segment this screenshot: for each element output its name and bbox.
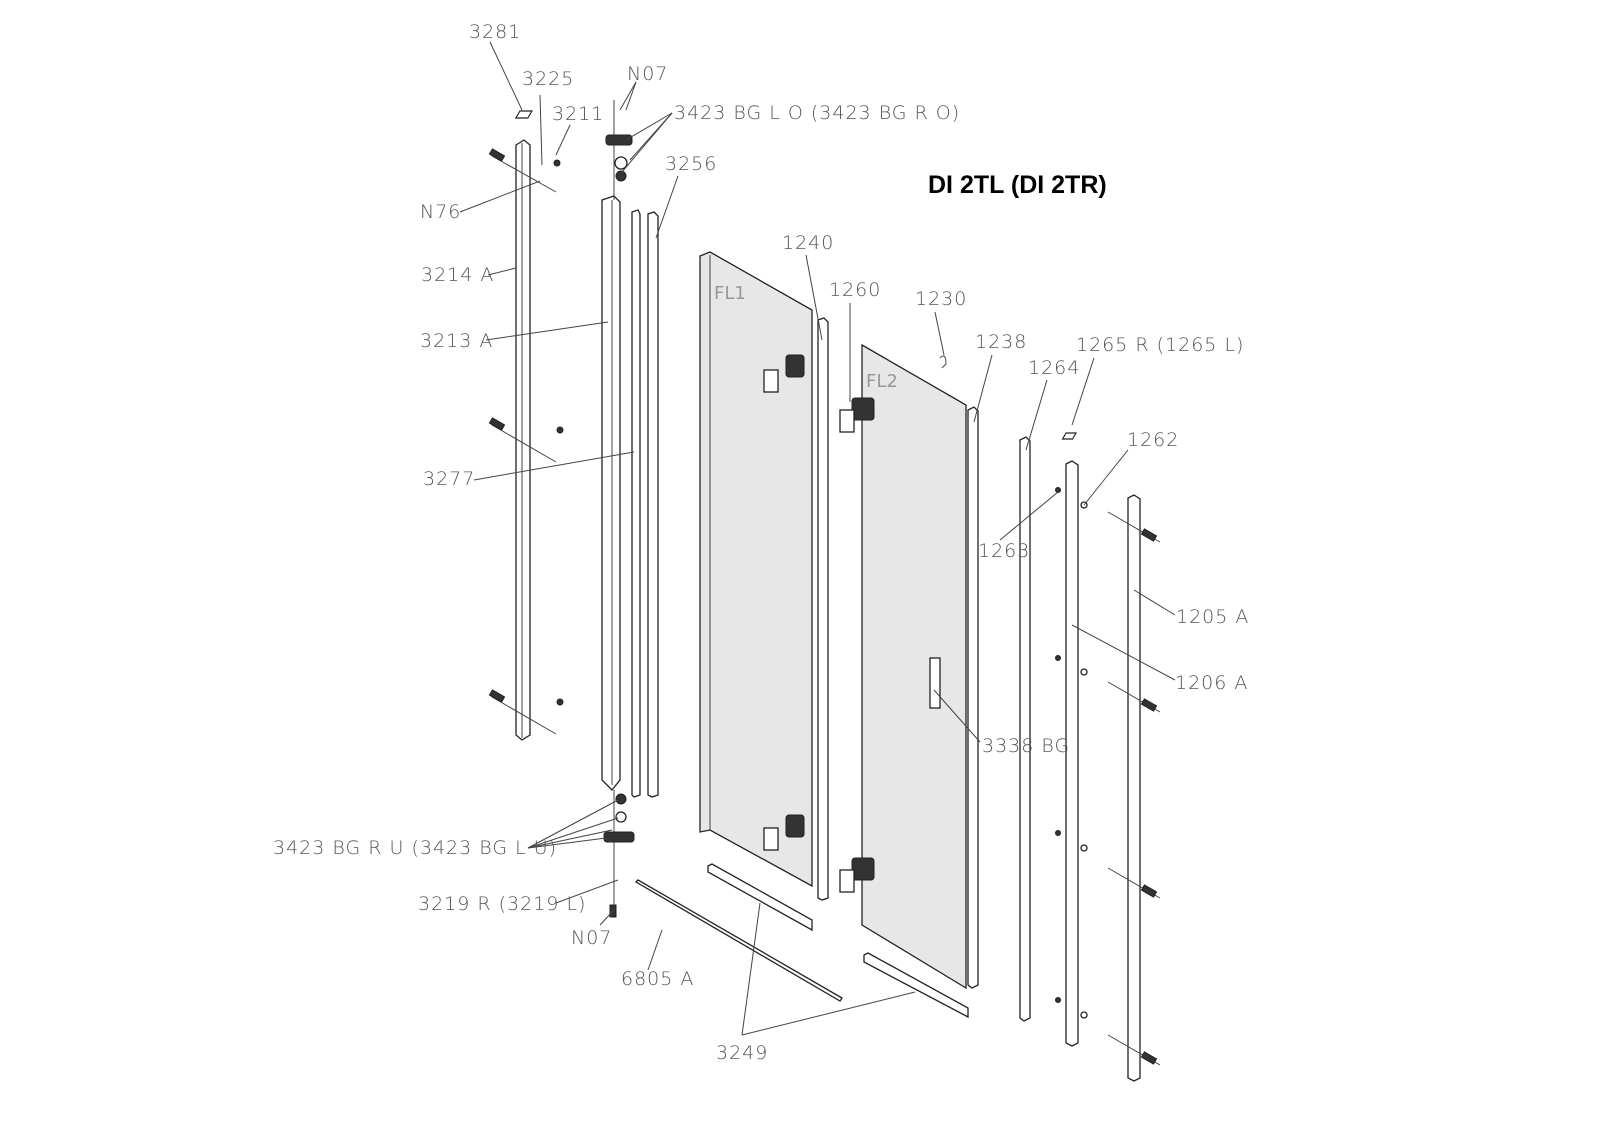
label-3213a: 3213 A — [420, 330, 493, 352]
label-1262: 1262 — [1127, 429, 1179, 451]
seal-3277 — [631, 209, 641, 798]
label-n07-bottom: N07 — [571, 927, 612, 949]
label-1206a: 1206 A — [1175, 672, 1248, 694]
wall-screws-right — [1055, 487, 1161, 1066]
label-n07-top: N07 — [627, 63, 668, 85]
glass-label-fl2: FL2 — [866, 371, 898, 392]
leader-lines — [459, 41, 1176, 1036]
profile-1205a — [1127, 494, 1141, 1082]
seal-1240 — [817, 317, 829, 901]
label-6805a: 6805 A — [621, 968, 694, 990]
profile-1264 — [1019, 436, 1031, 1022]
seal-1238 — [967, 406, 979, 989]
label-3211: 3211 — [552, 103, 604, 125]
glass-fl1 — [699, 251, 813, 888]
label-1238: 1238 — [975, 331, 1027, 353]
label-1263: 1263 — [978, 540, 1030, 562]
glass-label-fl1: FL1 — [714, 283, 746, 304]
wall-screws-left — [488, 148, 564, 735]
label-3281: 3281 — [469, 21, 521, 43]
label-3225: 3225 — [522, 68, 574, 90]
diagram-title: DI 2TL (DI 2TR) — [928, 171, 1107, 199]
profile-3213a — [601, 100, 635, 910]
label-3338bg: 3338 BG — [982, 735, 1070, 757]
label-1240: 1240 — [782, 232, 834, 254]
label-1205a: 1205 A — [1176, 606, 1249, 628]
glass-fl2 — [861, 343, 967, 990]
label-1230: 1230 — [915, 288, 967, 310]
profile-1206a — [1065, 460, 1079, 1047]
label-3249: 3249 — [716, 1042, 768, 1064]
label-3256: 3256 — [665, 153, 717, 175]
profile-3214a — [515, 139, 531, 741]
label-3423-top: 3423 BG L O (3423 BG R O) — [674, 102, 960, 124]
handle-3338bg — [929, 657, 941, 709]
label-3423-bottom: 3423 BG R U (3423 BG L U) — [273, 837, 557, 859]
seal-6805a — [634, 879, 843, 1002]
label-1265r: 1265 R (1265 L) — [1076, 334, 1244, 356]
profile-3256 — [647, 211, 659, 798]
label-3277: 3277 — [423, 468, 475, 490]
label-1264: 1264 — [1028, 357, 1080, 379]
label-3214a: 3214 A — [421, 264, 494, 286]
label-3219r: 3219 R (3219 L) — [418, 893, 586, 915]
label-n76: N76 — [420, 201, 461, 223]
cap-3281 — [514, 110, 533, 119]
seal-3249-a — [707, 863, 813, 932]
cap-1265 — [1061, 432, 1078, 440]
seal-3249-b — [863, 952, 969, 1019]
label-1260: 1260 — [829, 279, 881, 301]
